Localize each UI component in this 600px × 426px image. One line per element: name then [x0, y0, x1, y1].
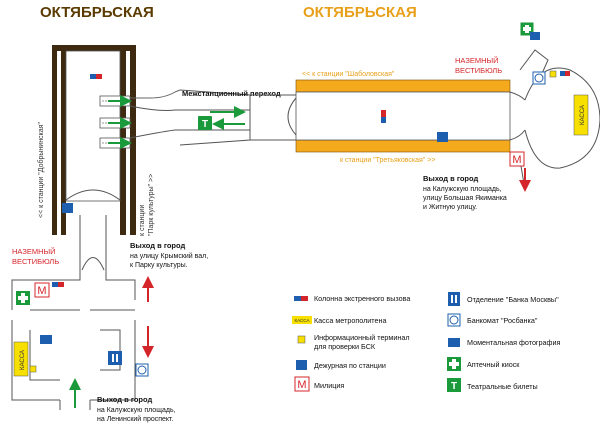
exit-right-line1: на Калужскую площадь, — [423, 186, 502, 193]
kassa-label: КАССА — [580, 105, 586, 125]
legend-item: Колонна экстренного вызова — [294, 294, 410, 303]
legend-label: Отделение "Банка Москвы" — [467, 295, 559, 304]
legend-label: Милиция — [314, 381, 344, 390]
legend-label: Банкомат "Росбанка" — [467, 316, 538, 325]
legend-item: Т Театральные билеты — [447, 378, 538, 392]
legend-item: Моментальная фотография — [448, 338, 560, 347]
exit-right-title: Выход в город — [423, 174, 478, 183]
legend-label: Аптечный киоск — [467, 360, 520, 369]
pharmacy-icon — [16, 291, 30, 305]
station-attendant-icon — [437, 132, 448, 142]
exit-right-line2: улицу Большая Якиманка — [423, 195, 507, 202]
legend-item: Дежурная по станции — [296, 360, 386, 370]
emergency-column-icon — [381, 110, 386, 123]
right-vestibule-label-2: ВЕСТИБЮЛЬ — [455, 66, 502, 75]
legend-label: Касса метрополитена — [314, 316, 386, 325]
legend-label: Театральные билеты — [467, 382, 538, 391]
legend-item: КАССА Касса метрополитена — [292, 316, 386, 325]
ticket-office-icon — [13, 341, 29, 377]
bank-moscow-icon — [108, 351, 122, 365]
photo-booth-icon — [530, 32, 540, 40]
info-terminal-icon — [29, 365, 37, 373]
left-platform-top — [52, 45, 136, 51]
police-icon — [294, 376, 310, 392]
legend-item: Аптечный киоск — [447, 357, 520, 371]
kassa-label-left: КАССА — [20, 350, 26, 370]
svg-text:М: М — [37, 285, 46, 297]
station-attendant-icon — [296, 360, 307, 370]
dir-dobryninskaya: << к станции "Добрынинская" — [37, 122, 45, 218]
left-vestibule-label-2: ВЕСТИБЮЛЬ — [12, 257, 59, 266]
right-station-title: ОКТЯБРЬСКАЯ — [303, 4, 417, 21]
exit-left-bottom-title: Выход в город — [97, 395, 152, 404]
theatre-tickets-icon — [447, 378, 461, 392]
legend-item: Отделение "Банка Москвы" — [448, 292, 559, 306]
legend-kassa-short: КАССА — [295, 318, 310, 323]
ticket-office-icon — [573, 94, 589, 136]
transfer-label: Межстанционный переход — [182, 89, 281, 98]
theatre-tickets-icon: Т — [198, 116, 212, 130]
legend-label: Информационный терминал — [314, 333, 410, 342]
legend-item: Банкомат "Росбанка" — [447, 313, 538, 327]
info-terminal-icon — [297, 335, 306, 344]
exit-left-bottom-line2: на Ленинский проспект. — [97, 415, 173, 423]
exit-left-top-line1: на улицу Крымский вал, — [130, 252, 208, 260]
left-ground-vestibule: М КАССА НАЗЕМНЫЙ ВЕСТИБЮЛЬ Выход в город… — [11, 241, 208, 423]
legend: Колонна экстренного вызова КАССА Касса м… — [292, 292, 560, 392]
svg-text:Т: Т — [202, 119, 208, 130]
police-icon: М — [509, 151, 525, 167]
police-icon: М — [34, 282, 50, 298]
svg-text:М: М — [297, 379, 306, 391]
dir-shabolovskaya: << к станции "Шаболовская" — [302, 70, 395, 78]
exit-right-line3: и Житную улицу. — [423, 204, 477, 211]
svg-text:М: М — [512, 154, 521, 166]
right-platform-top — [295, 79, 511, 93]
photo-booth-icon — [448, 338, 460, 347]
left-station: Т << к станции "Добрынинская" к станции … — [37, 45, 281, 271]
dir-tretyakovskaya: к станции "Третьяковская" >> — [340, 157, 435, 164]
exit-left-top-line2: к Парку культуры. — [130, 262, 188, 269]
legend-label: Дежурная по станции — [314, 361, 386, 370]
bank-moscow-icon — [448, 292, 460, 306]
dir-park-2: "Парк культуры" >> — [148, 174, 155, 236]
legend-item: Информационный терминал для проверки БСК — [297, 333, 410, 351]
right-station: << к станции "Шаболовская" к станции "Тр… — [250, 21, 600, 211]
station-attendant-icon — [62, 203, 73, 213]
legend-label: Колонна экстренного вызова — [314, 294, 410, 303]
dir-park-1: к станции — [139, 205, 146, 236]
svg-text:Т: Т — [451, 381, 457, 392]
exit-left-top-title: Выход в город — [130, 241, 185, 250]
info-terminal-icon — [549, 70, 557, 78]
ticket-office-icon — [292, 316, 312, 324]
right-platform-bottom — [295, 139, 511, 153]
exit-left-bottom-line1: на Калужскую площадь, — [97, 407, 176, 414]
left-vestibule-label: НАЗЕМНЫЙ — [12, 247, 56, 256]
legend-label-2: для проверки БСК — [314, 342, 376, 351]
transfer-escalators — [99, 89, 251, 149]
photo-booth-icon — [40, 335, 52, 344]
left-station-title: ОКТЯБРЬСКАЯ — [40, 4, 154, 21]
rosbank-atm-icon — [532, 71, 546, 85]
right-vestibule-label: НАЗЕМНЫЙ — [455, 56, 499, 65]
legend-label: Моментальная фотография — [467, 338, 560, 347]
legend-item: М Милиция — [294, 376, 344, 392]
rosbank-atm-icon — [135, 363, 149, 377]
